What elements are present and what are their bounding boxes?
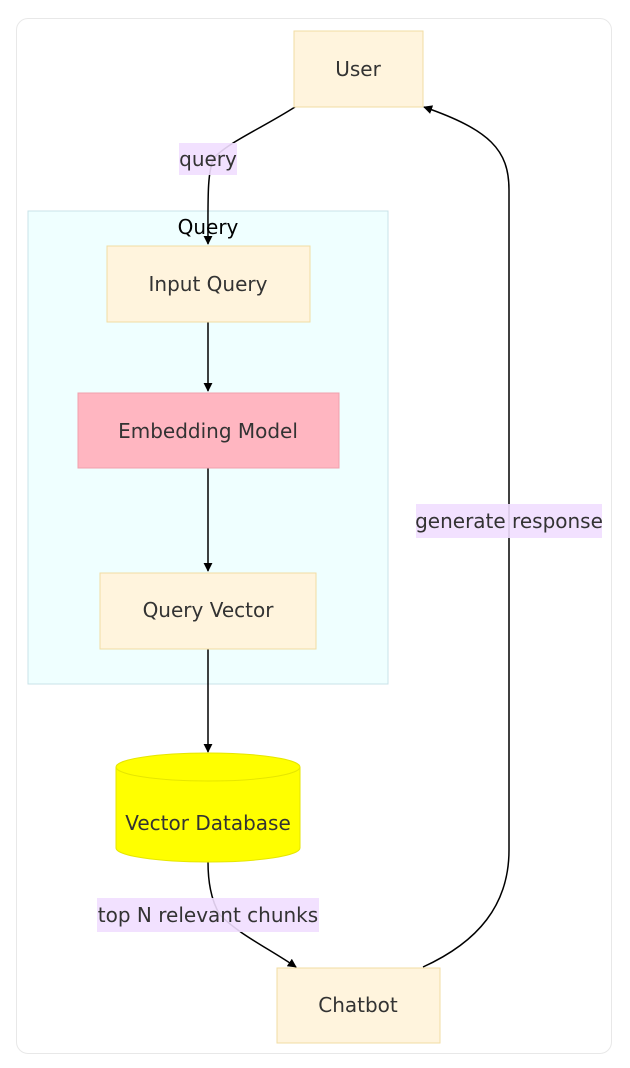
- edge-label-query-text: query: [179, 147, 237, 171]
- edge-label-top-n-text: top N relevant chunks: [98, 903, 318, 927]
- edge-label-top-n: top N relevant chunks: [97, 898, 319, 932]
- node-query-vector-label: Query Vector: [143, 598, 275, 622]
- node-vector-database-top: [115, 752, 301, 782]
- node-user-box: [293, 30, 424, 108]
- node-vector-database-body: [115, 767, 301, 863]
- node-input-query-box: [106, 245, 311, 323]
- node-vector-database-label: Vector Database: [125, 811, 291, 835]
- node-input-query-label: Input Query: [149, 272, 268, 296]
- node-embedding-model-box: [77, 392, 340, 469]
- node-query-vector-box: [99, 572, 317, 650]
- edge-label-query-bg: [179, 143, 237, 175]
- node-vector-database: Vector Database: [115, 752, 301, 863]
- node-query-vector: Query Vector: [99, 572, 317, 650]
- edge-label-top-n-bg: [97, 898, 319, 932]
- edge-label-query: query: [179, 143, 237, 175]
- edge-chatbot-to-user: [422, 105, 510, 968]
- node-user-label: User: [335, 57, 381, 81]
- node-chatbot-label: Chatbot: [318, 993, 398, 1017]
- node-chatbot-box: [276, 967, 441, 1044]
- node-embedding-model-label: Embedding Model: [118, 419, 298, 443]
- node-chatbot: Chatbot: [276, 967, 441, 1044]
- node-embedding-model: Embedding Model: [77, 392, 340, 469]
- edge-label-generate-response-text: generate response: [415, 509, 603, 533]
- edge-label-generate-response: generate response: [415, 504, 603, 538]
- node-user: User: [293, 30, 424, 108]
- node-input-query: Input Query: [106, 245, 311, 323]
- edge-label-generate-response-bg: [416, 504, 602, 538]
